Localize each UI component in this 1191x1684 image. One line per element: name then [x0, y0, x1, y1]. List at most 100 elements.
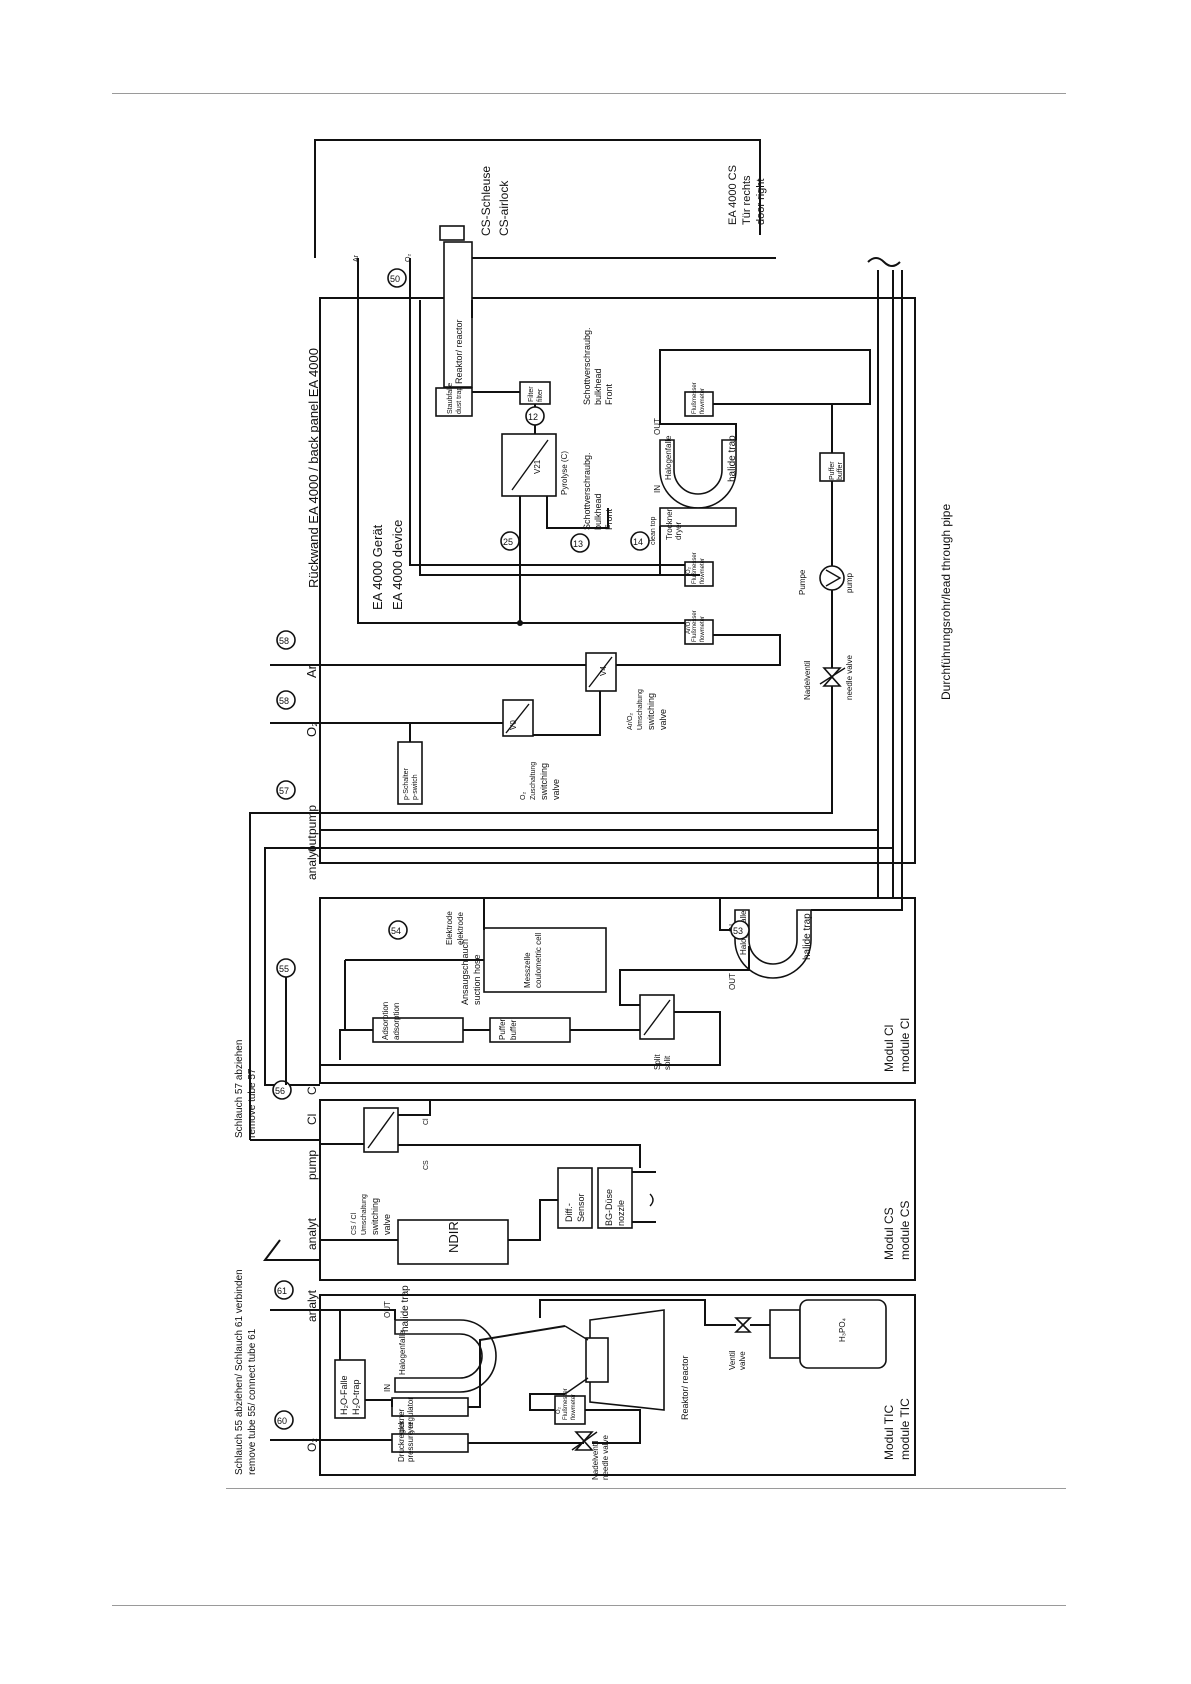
- svg-text:clean top: clean top: [650, 516, 657, 545]
- svg-text:Modul TIC: Modul TIC: [882, 1405, 896, 1460]
- tube-number-57: 57: [276, 780, 296, 800]
- svg-text:adsorption: adsorption: [392, 1003, 401, 1040]
- svg-text:switching: switching: [539, 763, 549, 800]
- svg-text:Flußmesser: Flußmesser: [563, 1388, 569, 1420]
- dryer-top: [659, 507, 737, 527]
- svg-text:IN: IN: [653, 485, 662, 493]
- svg-text:O₂: O₂: [305, 1438, 319, 1452]
- tic-valve: [734, 1317, 752, 1333]
- bulkhead-label-1: Schottverschraubg. bulkhead Front: [582, 327, 614, 405]
- svg-text:pump: pump: [845, 572, 854, 593]
- svg-text:dust trap: dust trap: [456, 387, 463, 414]
- module-cl-frame: [319, 897, 916, 1084]
- ea4000-backpanel-frame: [319, 297, 916, 864]
- svg-text:filter: filter: [537, 388, 544, 402]
- tic-reactor: [564, 1309, 665, 1411]
- svg-text:Puffer: Puffer: [829, 461, 836, 480]
- coulometric-cell: [483, 927, 607, 993]
- svg-text:EA 4000 CS: EA 4000 CS: [727, 165, 739, 225]
- svg-text:V21: V21: [533, 459, 542, 474]
- svg-text:IN: IN: [383, 1384, 392, 1392]
- tube-number-61: 61: [274, 1280, 294, 1300]
- tube-number-13: 13: [570, 533, 590, 553]
- buffer-cl: [489, 1017, 571, 1043]
- svg-text:remove tube 55/ connect tube 6: remove tube 55/ connect tube 61: [247, 1328, 258, 1475]
- svg-text:Messzelle: Messzelle: [523, 952, 532, 988]
- airlock-flange: [439, 225, 465, 241]
- svg-text:Halogenfalle: Halogenfalle: [664, 435, 673, 480]
- svg-text:switching: switching: [370, 1198, 380, 1235]
- halide-trap-tic: [394, 1319, 497, 1393]
- ndir-box: [397, 1219, 509, 1265]
- svg-text:module CS: module CS: [898, 1201, 912, 1260]
- filter-box: [519, 381, 551, 405]
- diff-sensor: [557, 1167, 593, 1229]
- svg-text:pump: pump: [305, 805, 319, 835]
- svg-text:Halogenfalle: Halogenfalle: [398, 1330, 407, 1375]
- svg-text:buffer: buffer: [509, 1019, 518, 1040]
- svg-text:Reaktor/ reactor: Reaktor/ reactor: [454, 319, 464, 384]
- svg-text:Schlauch 57 abziehen: Schlauch 57 abziehen: [234, 1040, 245, 1138]
- svg-text:Elektrode: Elektrode: [445, 911, 454, 945]
- svg-text:module TIC: module TIC: [898, 1398, 912, 1460]
- svg-text:Ar: Ar: [353, 254, 360, 262]
- svg-text:CS: CS: [423, 1160, 430, 1170]
- svg-text:Staubfalle: Staubfalle: [447, 383, 454, 414]
- footer-rule: [226, 1488, 1066, 1489]
- svg-text:Cl: Cl: [305, 1084, 319, 1095]
- line-pump: [320, 686, 833, 814]
- lead-through-pipe: [867, 257, 903, 898]
- svg-text:valve: valve: [658, 709, 668, 730]
- svg-text:Adsorption: Adsorption: [381, 1002, 390, 1040]
- aro2-switching-label: Ar/O₂ Umschaltung switching valve: [627, 689, 668, 730]
- flowmeter-right: [684, 391, 714, 417]
- svg-text:55: 55: [279, 964, 289, 974]
- svg-text:needle valve: needle valve: [601, 1435, 610, 1480]
- pyrolysis-label: Pyrolyse (C): [560, 451, 569, 495]
- svg-text:Front: Front: [604, 383, 614, 405]
- svg-text:56: 56: [275, 1086, 285, 1096]
- svg-text:Ansaugschlauch: Ansaugschlauch: [460, 939, 470, 1005]
- svg-text:valve: valve: [382, 1214, 392, 1235]
- tube-number-54: 54: [388, 920, 408, 940]
- needle-valve-tic: [571, 1431, 598, 1451]
- svg-text:Modul CS: Modul CS: [882, 1207, 896, 1260]
- v21-label: V21: [533, 459, 542, 474]
- svg-text:Cl: Cl: [305, 1114, 319, 1125]
- svg-text:analyt: analyt: [305, 847, 319, 880]
- svg-text:OUT: OUT: [653, 418, 662, 435]
- tube-number-12: 12: [525, 406, 545, 426]
- svg-text:halide trap: halide trap: [727, 435, 738, 482]
- svg-text:Flußmesser: Flußmesser: [692, 382, 698, 414]
- svg-text:coulometric cell: coulometric cell: [534, 933, 543, 988]
- svg-text:pump: pump: [305, 1150, 319, 1180]
- flowmeter-aro2: [684, 619, 714, 645]
- cs-door-label: EA 4000 CS Tür rechts door right: [727, 165, 767, 225]
- svg-text:Umschaltung: Umschaltung: [361, 1194, 368, 1235]
- svg-text:Modul Cl: Modul Cl: [882, 1025, 896, 1072]
- svg-text:57: 57: [279, 786, 289, 796]
- svg-text:Umschaltung: Umschaltung: [637, 689, 644, 730]
- svg-text:O₂: O₂: [686, 566, 692, 574]
- svg-text:CS-Schleuse: CS-Schleuse: [479, 166, 493, 236]
- cs-airlock-enclosure: [314, 139, 761, 258]
- svg-text:60: 60: [277, 1416, 287, 1426]
- svg-text:61: 61: [277, 1286, 287, 1296]
- note-tube-57: Schlauch 57 abziehen remove tube 57: [234, 1040, 258, 1138]
- svg-text:53: 53: [733, 926, 743, 936]
- svg-text:flowmeter: flowmeter: [700, 616, 706, 642]
- svg-text:module Cl: module Cl: [898, 1018, 912, 1072]
- svg-text:needle valve: needle valve: [845, 655, 854, 700]
- svg-text:door right: door right: [755, 179, 767, 225]
- tube-number-60: 60: [274, 1410, 294, 1430]
- halide-trap-top: [659, 439, 737, 509]
- line-aro2-to-fm: [616, 634, 781, 666]
- bg-nozzle: [597, 1167, 633, 1229]
- svg-text:Ar/O₂: Ar/O₂: [627, 713, 634, 730]
- svg-text:remove tube 57: remove tube 57: [247, 1068, 258, 1138]
- svg-text:halide trap: halide trap: [400, 1285, 411, 1332]
- svg-text:Filter: Filter: [528, 386, 535, 402]
- line-o2: [409, 258, 685, 566]
- svg-text:O₂: O₂: [556, 1406, 562, 1414]
